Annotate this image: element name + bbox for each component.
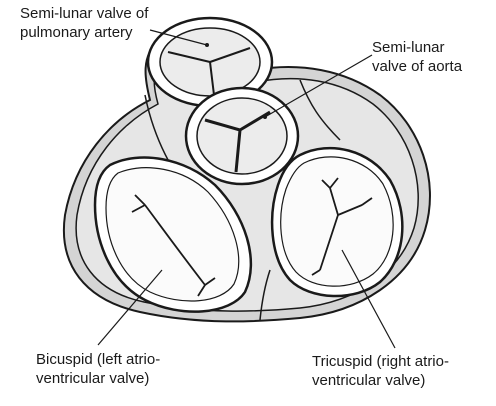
tricuspid-valve-inner [281, 157, 393, 286]
label-pulmonary-line2: pulmonary artery [20, 23, 148, 42]
label-aorta-line2: valve of aorta [372, 57, 462, 76]
label-aortic-valve: Semi-lunar valve of aorta [372, 38, 462, 76]
label-pulmonary-line1: Semi-lunar valve of [20, 4, 148, 23]
label-tricuspid-line1: Tricuspid (right atrio- [312, 352, 449, 371]
label-pulmonary-valve: Semi-lunar valve of pulmonary artery [20, 4, 148, 42]
label-bicuspid-line1: Bicuspid (left atrio- [36, 350, 160, 369]
label-aorta-line1: Semi-lunar [372, 38, 462, 57]
aortic-valve-ring-inner [197, 98, 287, 174]
label-tricuspid-line2: ventricular valve) [312, 371, 449, 390]
label-bicuspid-valve: Bicuspid (left atrio- ventricular valve) [36, 350, 160, 388]
label-tricuspid-valve: Tricuspid (right atrio- ventricular valv… [312, 352, 449, 390]
label-bicuspid-line2: ventricular valve) [36, 369, 160, 388]
